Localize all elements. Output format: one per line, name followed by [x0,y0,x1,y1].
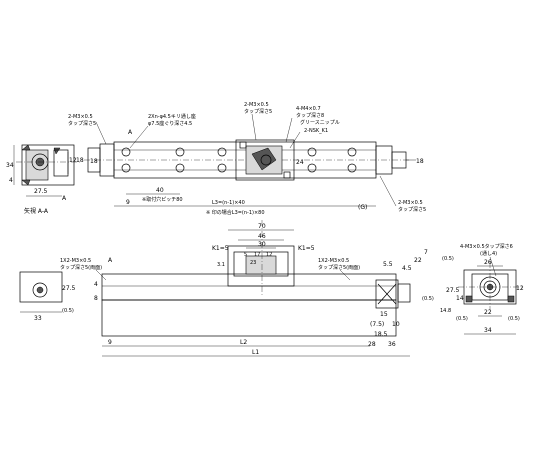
front-view: 33 (0.5) 27.5 70 46 30 17 12 23 5 3.1 K1… [19,220,434,357]
front-dim-7: 7 [424,249,428,256]
end-dim-05b: (0.5) [508,316,520,322]
dim-4-left: 4 [9,177,13,184]
top-dim-g: (G) [358,204,367,211]
top-nsk: 2-NSK_K1 [304,128,328,134]
top-tap-left-line1: 2-M3×0.5 [68,114,93,120]
front-tap-right-line1: 1X2-M3×0.5 [318,258,349,264]
front-dim-36: 36 [388,341,396,348]
top-grease-nipple: グリースニップル [300,119,340,126]
end-tap-line1: 4-M3×0.5タップ深さ6 [460,243,513,250]
dim-18-left: 18 [76,157,84,164]
top-dim-18-right: 18 [416,158,424,165]
top-tap-left-line2: タップ深さ5 [68,120,96,127]
dim-12-left: 12 [69,157,77,164]
section-caption: 矢視 A-A [24,207,49,215]
end-dim-34: 34 [484,327,492,334]
dim-27-5-left: 27.5 [34,188,48,195]
end-dim-05a: (0.5) [456,316,468,322]
top-tap-br-line1: 2-M3×0.5 [398,200,423,206]
top-dim-l3-80: ※ 印の場合L3=(n-1)×80 [206,209,265,216]
front-dim-28: 28 [368,341,376,348]
top-holes-line2: φ7.5座ぐり深さ4.5 [148,120,192,127]
front-dim-l1: L1 [252,349,259,356]
top-tap-center-line1: 2-M3×0.5 [244,102,269,108]
front-dim-18-5: 18.5 [374,331,388,338]
front-dim-7-5: (7.5) [370,321,384,328]
front-dim-4-5: 4.5 [402,265,412,272]
end-dim-22: 22 [484,309,492,316]
top-tap-br-line2: タップ深さ5 [398,206,426,213]
top-dim-9: 9 [126,199,130,206]
front-dim-34: 3.1 [217,262,225,268]
front-dim-22: 22 [414,257,422,264]
top-label-a: A [128,129,133,136]
front-tap-left-line2: タップ深さ5(両面) [60,264,102,271]
front-label-a: A [108,257,113,264]
front-dim-l2: L2 [240,339,247,346]
top-tap-right-line2: タップ深さ8 [296,112,324,119]
front-dim-17: 17 [254,252,260,258]
front-dim-8: 8 [94,295,98,302]
top-holes-line1: 2Xn-φ4.5キリ通し座 [148,113,196,120]
front-dim-05b: (0.5) [422,296,434,302]
front-dim-46: 46 [258,233,266,240]
front-dim-5-5: 5.5 [383,261,393,268]
top-view: 2-M3×0.5 タップ深さ5 2Xn-φ4.5キリ通し座 φ7.5座ぐり深さ4… [68,102,426,216]
end-dim-05c: (0.5) [442,256,454,262]
top-dim-24: 24 [296,159,304,166]
dim-34-left: 34 [6,162,14,169]
top-dim-l3-40: L3=(n-1)×40 [212,200,245,206]
section-view-aa: 34 12 18 4 27.5 A 矢視 A-A [6,144,84,215]
front-dim-23: 23 [250,260,256,266]
front-tap-left-line1: 1X2-M3×0.5 [60,258,91,264]
front-left-dim-275: 27.5 [62,285,76,292]
front-dim-9: 9 [108,339,112,346]
top-tap-center-line2: タップ深さ5 [244,108,272,115]
front-left-dim-33: 33 [34,315,42,322]
front-left-dim-05: (0.5) [62,308,74,314]
front-dim-k1-left: K1=5 [212,245,229,252]
end-dim-12: 12 [516,285,524,292]
front-tap-right-line2: タップ深さ5(両面) [318,264,360,271]
top-dim-40: 40 [156,187,164,194]
top-pitch-note: ※取付穴ピッチ80 [142,196,183,203]
end-dim-26: 26 [484,259,492,266]
front-dim-12: 12 [266,252,272,258]
front-dim-30: 30 [258,241,266,248]
end-view: 26 12 27.5 14 14.8 22 34 (0.5) (0.5) (0.… [440,243,524,335]
front-dim-10: 10 [392,321,400,328]
front-dim-k1-right: K1=5 [298,245,315,252]
end-dim-14-8: 14.8 [440,308,451,314]
front-dim-4: 4 [94,281,98,288]
top-tap-right-line1: 4-M4×0.7 [296,106,321,112]
end-dim-14: 14 [456,295,464,302]
section-label-a: A [62,195,67,202]
front-dim-15: 15 [380,311,388,318]
end-tap-line2: (通し4) [480,250,497,257]
end-dim-27-5: 27.5 [446,287,460,294]
front-dim-70: 70 [258,223,266,230]
front-dim-5: 5 [244,252,247,258]
top-dim-18-left: 18 [90,158,98,165]
